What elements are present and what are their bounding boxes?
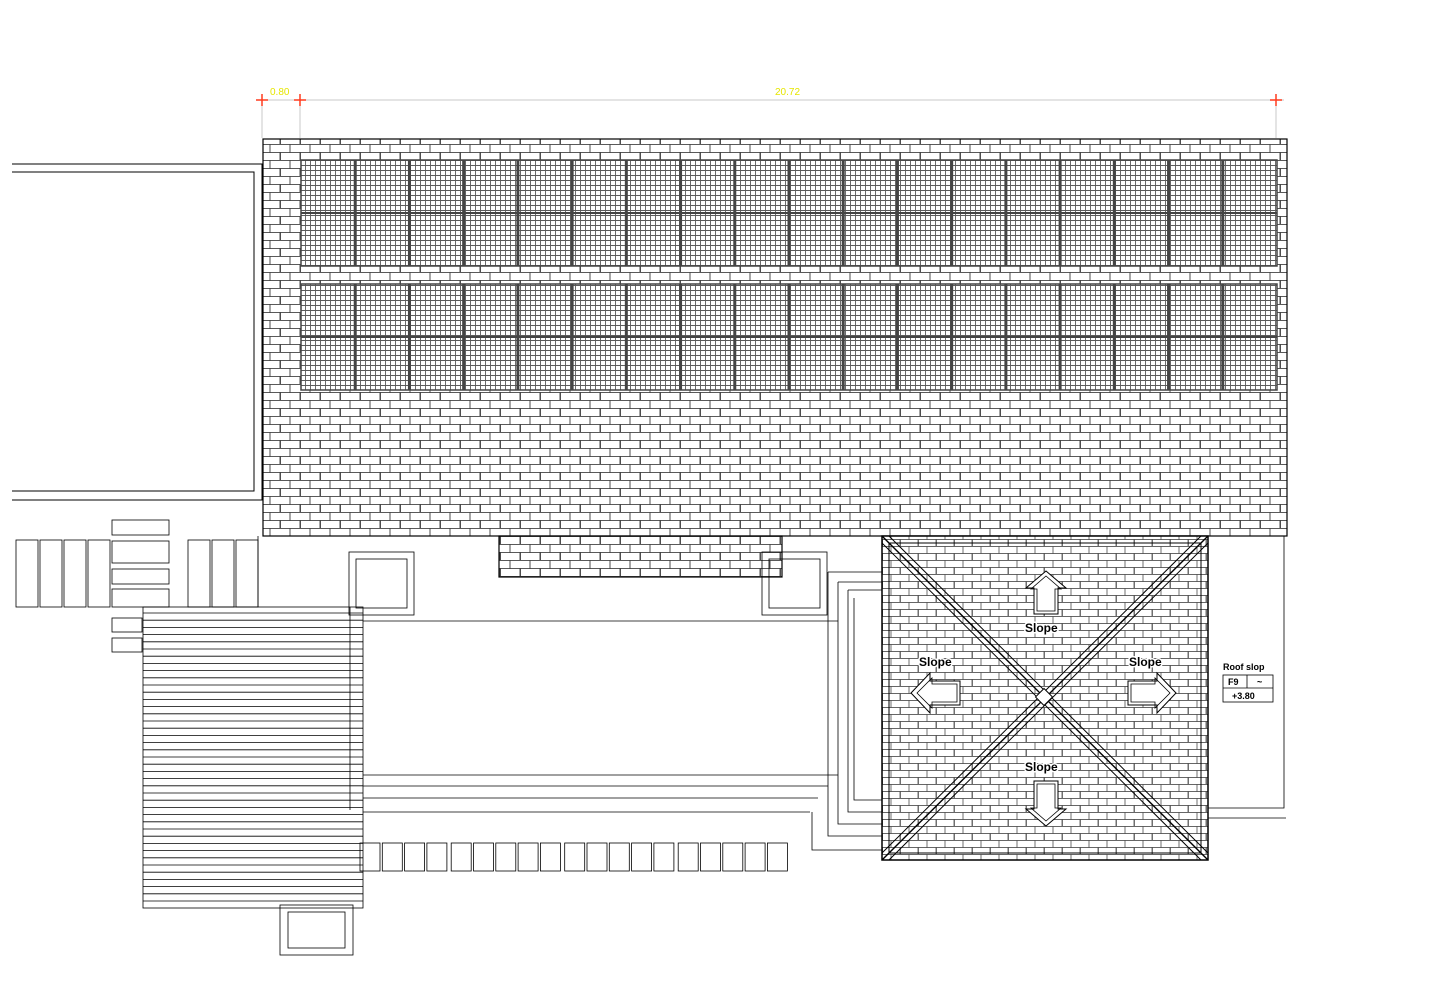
paver-strip xyxy=(359,842,788,872)
slope-arrow-east-icon xyxy=(1127,671,1177,715)
paver xyxy=(700,842,721,872)
paver xyxy=(744,842,766,872)
slope-arrow-west-icon xyxy=(910,671,961,715)
paver xyxy=(608,842,630,872)
dimension-main-span: 20.72 xyxy=(775,87,800,98)
paver xyxy=(450,842,472,872)
paver xyxy=(677,842,699,872)
paver xyxy=(473,842,494,872)
solar-panel-row-top xyxy=(300,159,1278,267)
dimension-left-offset: 0.80 xyxy=(270,87,290,98)
slope-arrow-north-icon xyxy=(1024,570,1068,615)
paver xyxy=(631,842,652,872)
dimension-line: 0.80 20.72 xyxy=(256,87,1284,138)
solar-panel-row-bottom xyxy=(300,283,1278,391)
slope-label-north: Slope xyxy=(1025,621,1058,635)
paver xyxy=(359,842,381,872)
paver xyxy=(517,842,539,872)
paver xyxy=(586,842,608,872)
paver xyxy=(564,842,586,872)
roof-level-tag: Roof slop F9 ~ +3.80 xyxy=(1222,662,1274,703)
roof-tag-code-extra: ~ xyxy=(1257,677,1262,687)
left-building-outline xyxy=(12,163,263,501)
paver xyxy=(381,842,403,872)
slope-arrow-south-icon xyxy=(1024,780,1068,827)
courtyard-outline xyxy=(279,551,882,956)
paver xyxy=(722,842,744,872)
roof-tag-title: Roof slop xyxy=(1223,662,1265,672)
paver xyxy=(540,842,561,872)
dimension-marker-icon xyxy=(1270,94,1282,106)
left-block-group xyxy=(15,519,259,653)
roof-tag-level: +3.80 xyxy=(1232,691,1255,701)
roof-tag-code: F9 xyxy=(1228,677,1239,687)
paver xyxy=(426,842,448,872)
slope-label-south: Slope xyxy=(1025,760,1058,774)
paver xyxy=(653,842,675,872)
slope-label-east: Slope xyxy=(1129,655,1162,669)
slope-label-west: Slope xyxy=(919,655,952,669)
paver xyxy=(404,842,426,872)
paver xyxy=(495,842,517,872)
dimension-marker-icon xyxy=(294,94,306,106)
right-annex-outline xyxy=(1208,535,1286,819)
dimension-marker-icon xyxy=(256,94,268,106)
paver xyxy=(767,842,788,872)
deck xyxy=(142,606,364,909)
